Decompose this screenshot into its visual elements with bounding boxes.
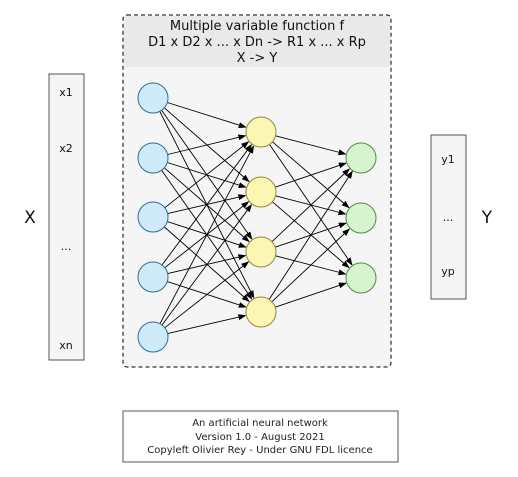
input-item-x1: x1	[59, 86, 73, 99]
function-box-header	[124, 16, 390, 67]
input-neuron-3	[137, 201, 169, 233]
hidden-neuron-3	[245, 236, 277, 268]
caption-line-3: Copyleft Olivier Rey - Under GNU FDL lic…	[147, 445, 372, 456]
input-vector-box	[48, 73, 85, 361]
network-neurons	[137, 82, 377, 353]
input-label-x: X	[24, 208, 36, 228]
input-item-x2: x2	[59, 142, 73, 155]
output-item-yp: yp	[441, 265, 455, 278]
connection-l2-4-to-1	[268, 170, 353, 300]
input-neuron-2	[137, 142, 169, 174]
connection-l1-5-to-2	[161, 203, 252, 326]
hidden-neuron-2	[245, 176, 277, 208]
connection-l1-5-to-4	[167, 314, 247, 335]
input-item-ellipsis: ...	[61, 240, 72, 253]
output-item-y1: y1	[441, 153, 455, 166]
connection-l1-2-to-1	[167, 134, 247, 155]
network-connections	[159, 102, 353, 335]
caption-line-2: Version 1.0 - August 2021	[195, 432, 324, 443]
connection-l1-3-to-1	[164, 141, 250, 209]
connection-l1-1-to-1	[167, 102, 247, 128]
input-item-xn: xn	[59, 339, 73, 352]
input-neuron-1	[137, 82, 169, 114]
output-item-ellipsis: ...	[443, 211, 454, 224]
output-vector-box	[430, 134, 467, 300]
connection-l1-4-to-1	[161, 143, 252, 266]
connection-l2-4-to-2	[271, 228, 351, 303]
output-neuron-1	[345, 142, 377, 174]
caption-box	[122, 410, 399, 463]
connection-l2-4-to-3	[275, 282, 347, 308]
connection-l2-3-to-1	[271, 168, 351, 243]
connection-l1-5-to-3	[164, 261, 250, 329]
input-neuron-4	[137, 261, 169, 293]
connection-l1-5-to-1	[159, 145, 254, 324]
hidden-neuron-4	[245, 296, 277, 328]
connection-l2-1-to-1	[275, 135, 347, 156]
caption-line-1: An artificial neural network	[192, 418, 328, 429]
function-title-line-2: D1 x D2 x ... x Dn -> R1 x ... x Rp	[148, 35, 366, 50]
connection-l2-2-to-1	[275, 162, 347, 188]
hidden-neuron-1	[245, 116, 277, 148]
output-label-y: Y	[481, 208, 493, 228]
function-title-line-1: Multiple variable function f	[170, 19, 345, 34]
output-neuron-3	[345, 262, 377, 294]
output-neuron-2	[345, 202, 377, 234]
input-neuron-5	[137, 321, 169, 353]
function-title-line-3: X -> Y	[237, 51, 278, 66]
